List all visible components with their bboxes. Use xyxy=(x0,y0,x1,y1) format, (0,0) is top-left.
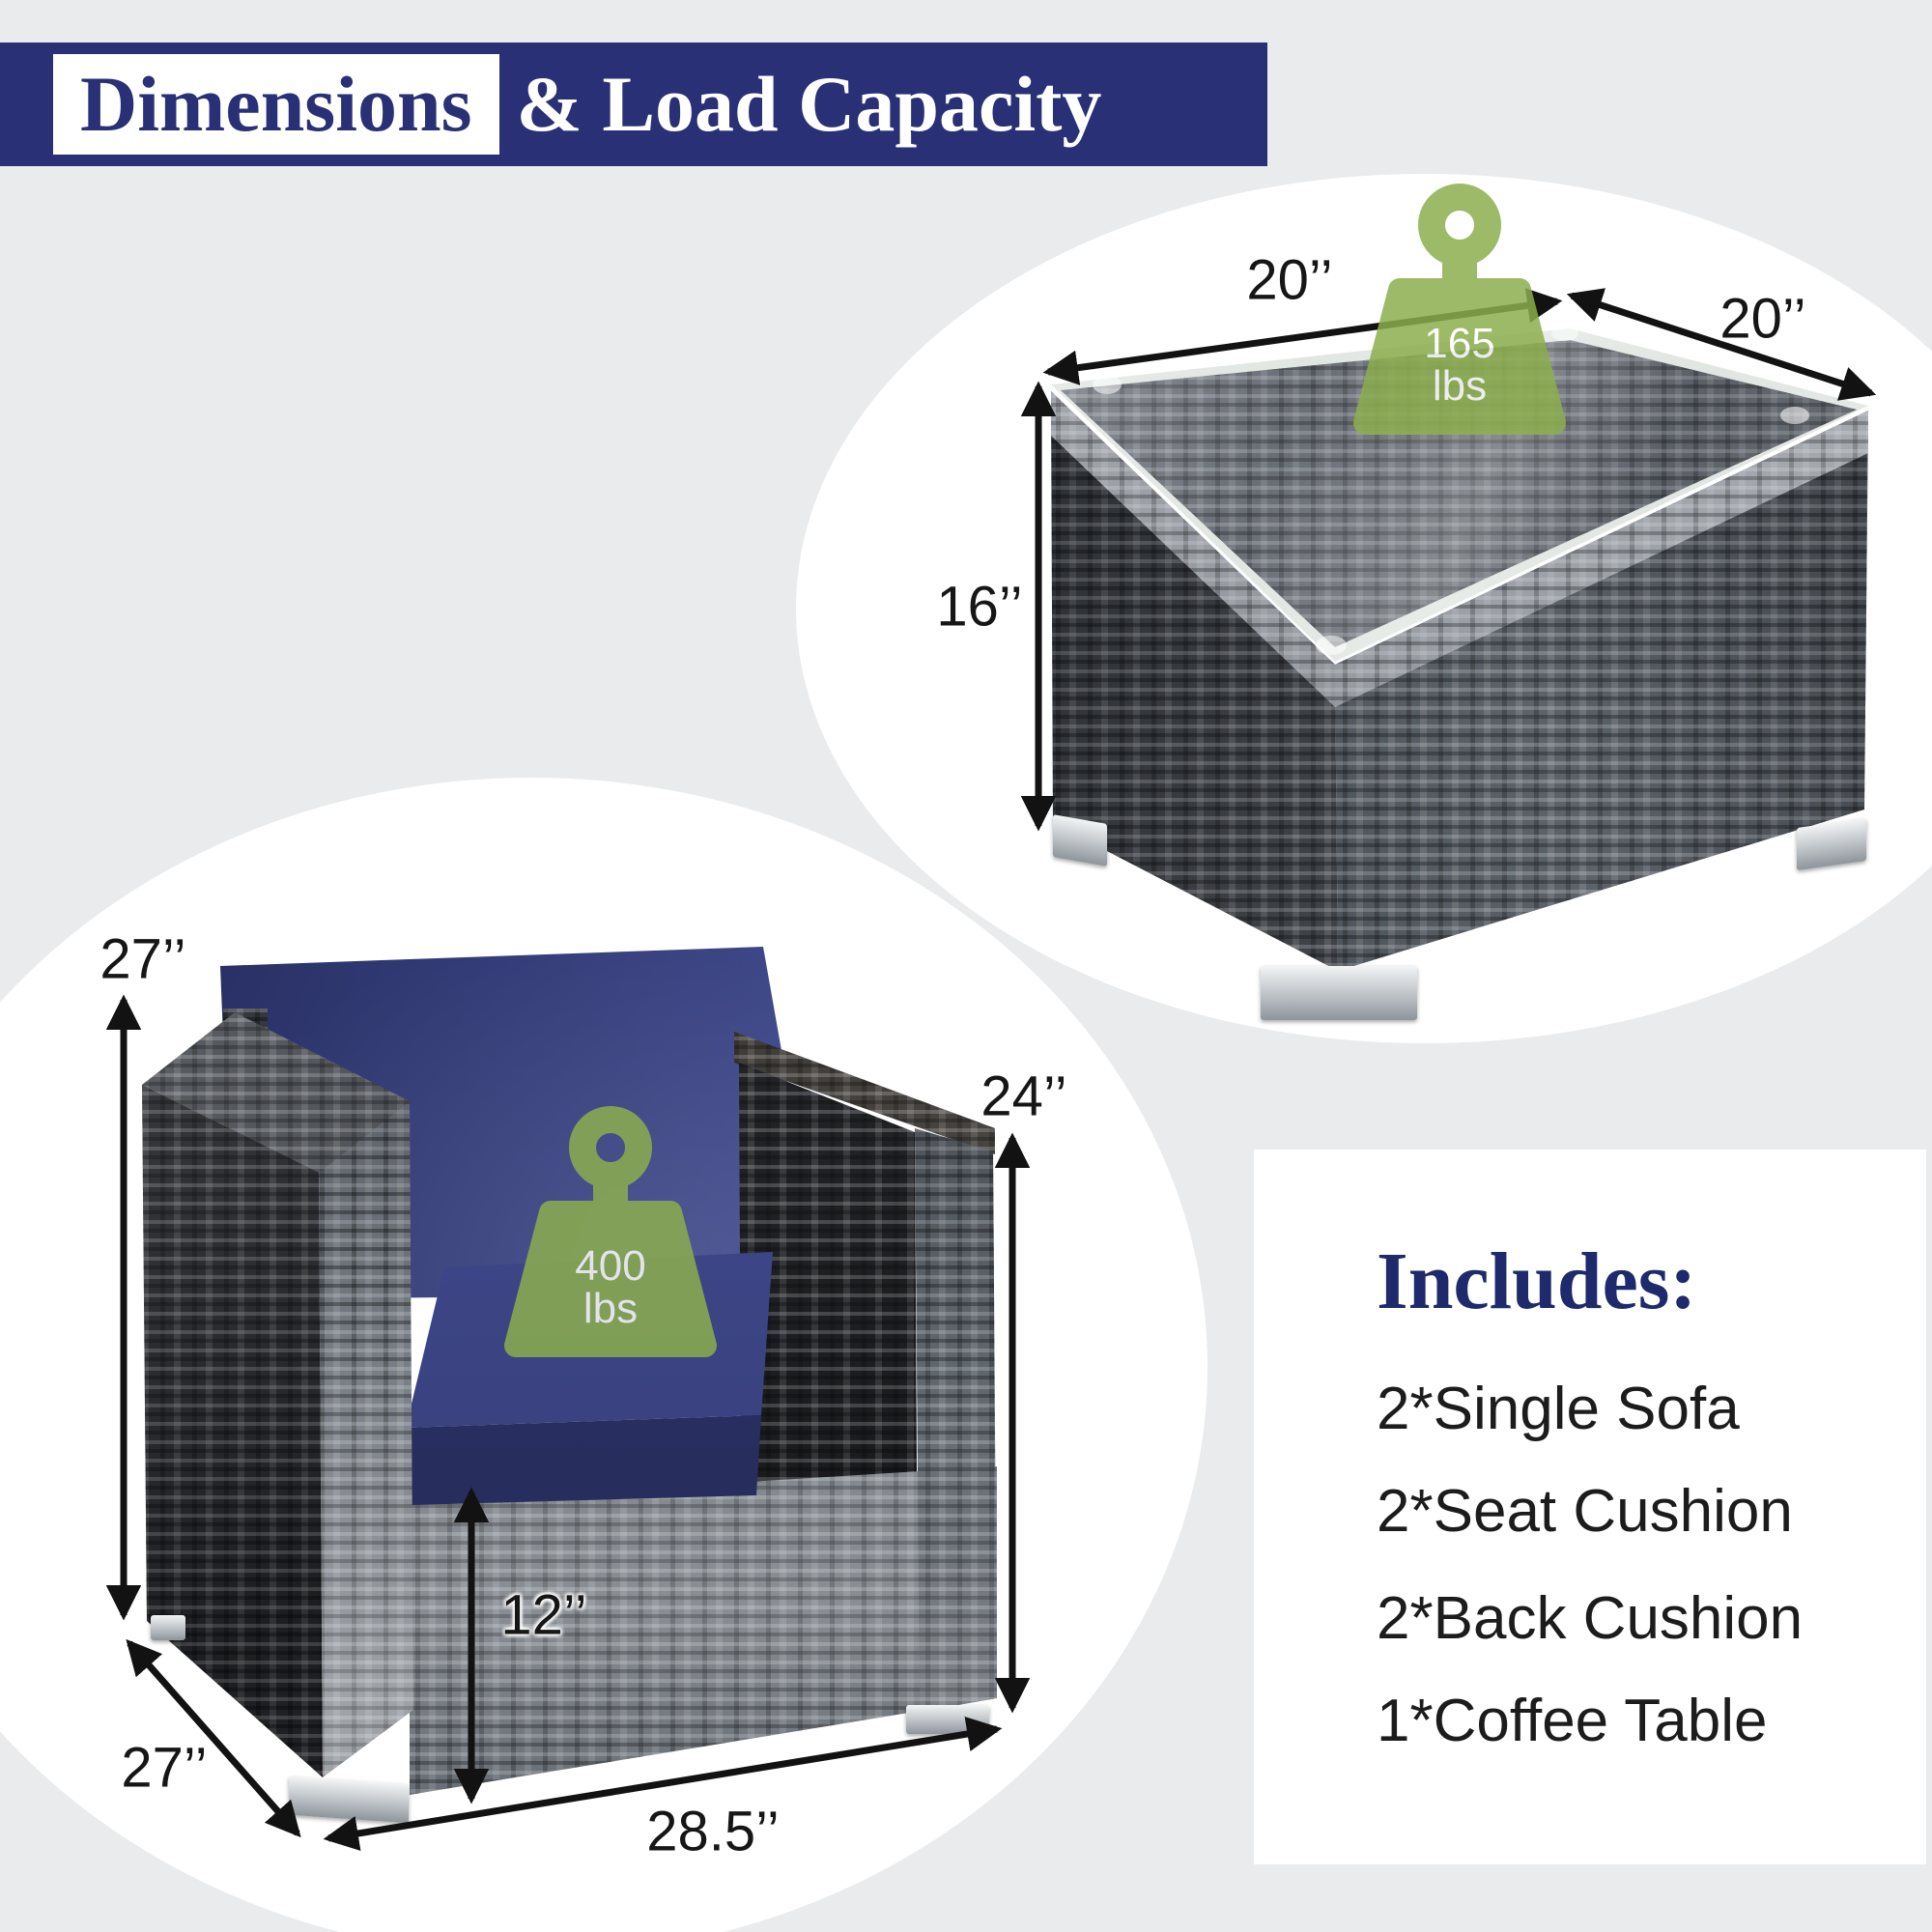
title-banner: Dimensions & Load Capacity xyxy=(0,43,1267,166)
table-load-value: 165 xyxy=(1424,320,1494,367)
weight-ring xyxy=(569,1106,652,1189)
single-sofa-illustration xyxy=(97,908,1063,1835)
table-load-unit: lbs xyxy=(1433,362,1487,410)
sofa-left-arm-front xyxy=(319,1101,413,1777)
weight-icon-sofa: 400 lbs xyxy=(504,1106,717,1357)
glass-clip-south xyxy=(1316,636,1347,655)
sofa-foot-front xyxy=(289,1776,409,1824)
table-foot-front xyxy=(1261,966,1417,1020)
table-width-label: 20’’ xyxy=(1246,248,1333,312)
glass-clip-west xyxy=(1093,375,1122,394)
sofa-load-unit: lbs xyxy=(583,1285,638,1332)
sofa-arm-height-label: 24’’ xyxy=(980,1065,1067,1128)
includes-panel: Includes: 2*Single Sofa 2*Seat Cushion 2… xyxy=(1254,1150,1926,1864)
weight-body xyxy=(504,1201,717,1357)
title-highlight-text: Dimensions xyxy=(80,60,472,148)
sofa-height-label: 27’’ xyxy=(99,927,186,991)
sofa-foot-left xyxy=(151,1615,185,1640)
title-highlight-box: Dimensions xyxy=(53,54,499,155)
sofa-load-value: 400 xyxy=(575,1242,645,1290)
coffee-table-illustration xyxy=(1024,174,1893,1034)
includes-item-coffee-table: 1*Coffee Table xyxy=(1377,1688,1768,1754)
sofa-width-label: 28.5’’ xyxy=(646,1800,780,1863)
weight-ring xyxy=(1418,184,1501,267)
includes-item-single-sofa: 2*Single Sofa xyxy=(1377,1376,1740,1442)
includes-heading: Includes: xyxy=(1377,1236,1697,1326)
glass-clip-east xyxy=(1780,407,1809,424)
sofa-right-arm-front xyxy=(915,1128,997,1712)
sofa-foot-right xyxy=(906,1705,989,1734)
includes-item-back-cushion: 2*Back Cushion xyxy=(1377,1585,1804,1652)
title-rest-text: & Load Capacity xyxy=(516,60,1102,148)
table-depth-label: 20’’ xyxy=(1719,287,1806,351)
includes-item-seat-cushion: 2*Seat Cushion xyxy=(1377,1478,1793,1545)
table-height-label: 16’’ xyxy=(936,575,1023,639)
sofa-depth-label: 27’’ xyxy=(121,1736,208,1800)
table-foot-left xyxy=(1053,814,1107,867)
weight-body xyxy=(1353,278,1566,435)
sofa-seat-height-label: 12’’ xyxy=(500,1583,587,1647)
weight-icon-table: 165 lbs xyxy=(1353,184,1566,435)
table-foot-right xyxy=(1797,817,1866,871)
